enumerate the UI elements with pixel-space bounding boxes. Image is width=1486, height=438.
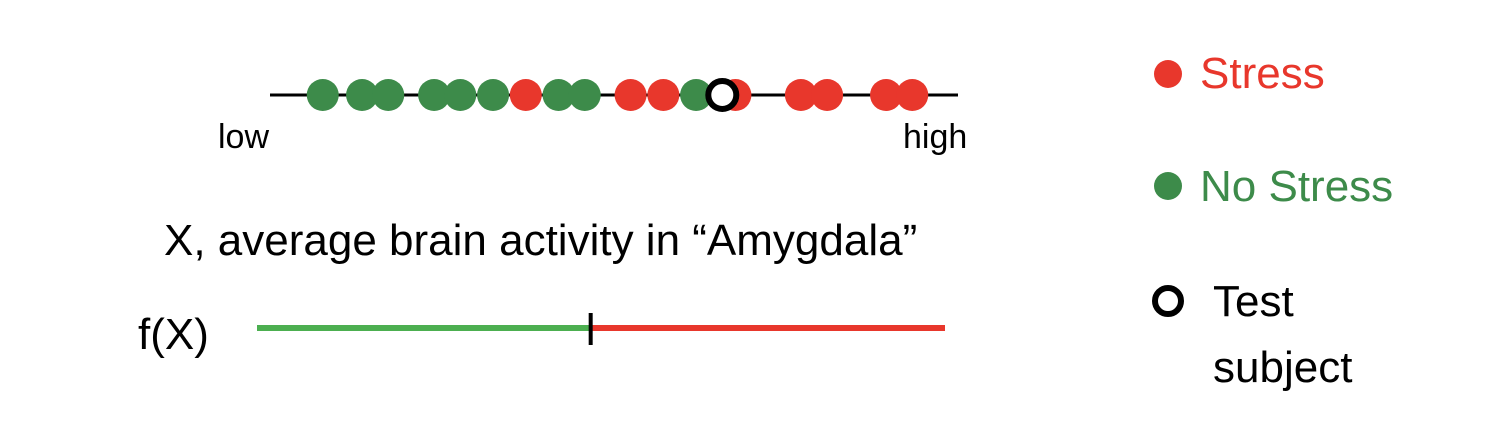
no-stress-point xyxy=(418,79,451,111)
test-subject-point xyxy=(705,78,740,112)
no-stress-point xyxy=(542,79,575,111)
legend-stress-marker xyxy=(1154,60,1182,88)
legend-stress-label: Stress xyxy=(1200,49,1325,98)
stress-point xyxy=(509,79,542,111)
stress-point xyxy=(870,79,903,111)
legend-test-subject-marker xyxy=(1152,285,1184,317)
legend-nostress-label: No Stress xyxy=(1200,162,1394,211)
stress-point xyxy=(896,79,929,111)
data-points xyxy=(306,78,929,112)
axis-low-label: low xyxy=(218,118,270,156)
decision-function xyxy=(257,313,945,345)
legend-nostress-marker xyxy=(1154,172,1182,200)
stress-point xyxy=(784,79,817,111)
legend-test-label-line1: Test xyxy=(1213,277,1294,326)
axis-high-label: high xyxy=(903,118,968,156)
fx-label: f(X) xyxy=(138,310,209,359)
stress-point xyxy=(614,79,647,111)
no-stress-point xyxy=(568,79,601,111)
no-stress-point xyxy=(346,79,379,111)
no-stress-point xyxy=(306,79,339,111)
stress-point xyxy=(811,79,844,111)
stress-point xyxy=(647,79,680,111)
no-stress-point xyxy=(372,79,405,111)
no-stress-point xyxy=(444,79,477,111)
no-stress-point xyxy=(680,79,713,111)
axis-title: X, average brain activity in “Amygdala” xyxy=(164,216,918,265)
no-stress-point xyxy=(477,79,510,111)
legend-test-label-line2: subject xyxy=(1213,343,1353,392)
